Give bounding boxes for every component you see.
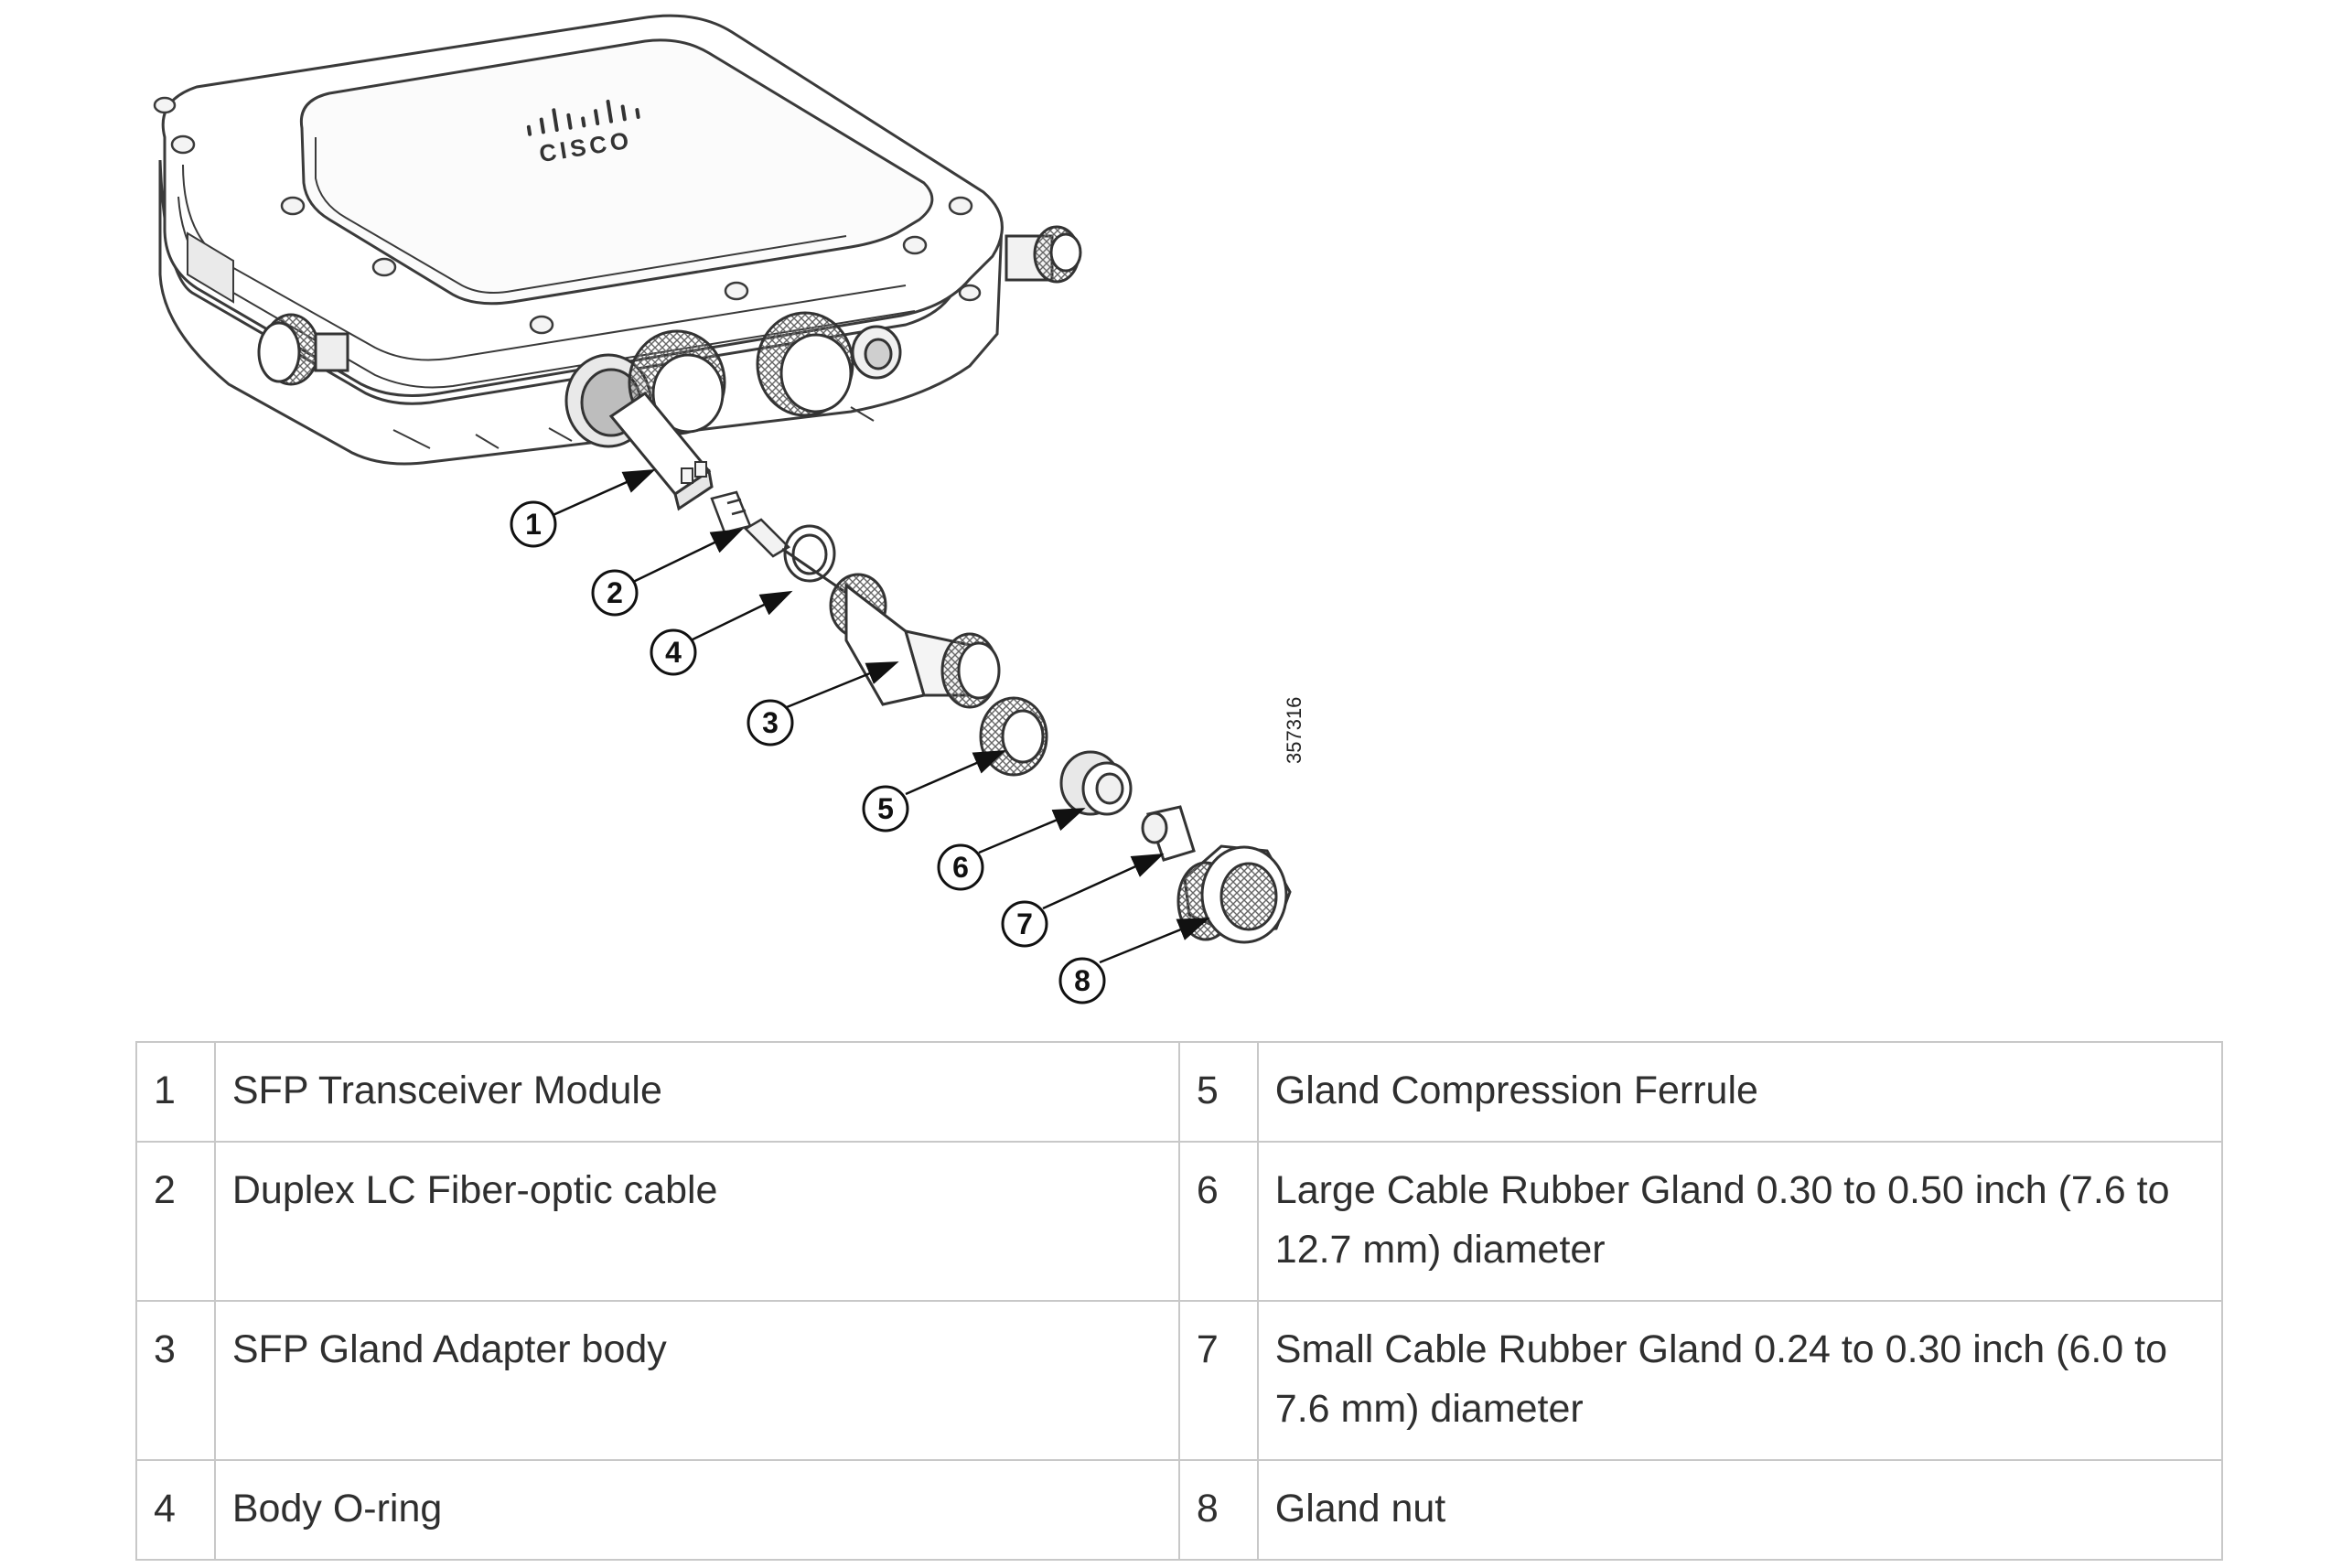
exploded-view-illustration: CISCO (153, 14, 1305, 1004)
callout-leaders (548, 468, 1210, 964)
legend-number: 7 (1177, 1300, 1259, 1461)
legend-table: 1 SFP Transceiver Module 5 Gland Compres… (135, 1041, 2224, 1561)
callout-1: 1 (510, 500, 557, 548)
gland-compression-ferrule (979, 696, 1048, 777)
svg-text:3: 3 (762, 706, 779, 739)
svg-text:2: 2 (607, 576, 623, 609)
legend-label: SFP Gland Adapter body (213, 1300, 1180, 1461)
sfp-gland-adapter-body (829, 573, 1001, 709)
front-port-cap-2 (756, 311, 854, 417)
sfp-transceiver-module (608, 391, 714, 511)
legend-label: Body O-ring (213, 1459, 1180, 1561)
right-cable-gland (1004, 225, 1082, 284)
legend-number: 6 (1177, 1141, 1259, 1302)
front-led-window (851, 325, 902, 380)
legend-label: Duplex LC Fiber-optic cable (213, 1141, 1180, 1302)
small-cable-rubber-gland (1141, 805, 1196, 862)
legend-label: SFP Transceiver Module (213, 1041, 1180, 1143)
gland-nut (1176, 844, 1292, 944)
callout-3: 3 (747, 699, 794, 746)
legend-number: 4 (135, 1459, 216, 1561)
svg-text:7: 7 (1016, 908, 1033, 940)
side-knob (257, 313, 349, 386)
legend-row: 2 Duplex LC Fiber-optic cable 6 Large Ca… (135, 1141, 2224, 1302)
legend-label: Gland nut (1256, 1459, 2224, 1561)
callout-2: 2 (591, 569, 639, 617)
legend-number: 1 (135, 1041, 216, 1143)
large-cable-rubber-gland (1059, 750, 1133, 816)
figure-id: 357316 (1283, 697, 1305, 764)
svg-text:4: 4 (665, 636, 682, 669)
legend-label: Large Cable Rubber Gland 0.30 to 0.50 in… (1256, 1141, 2224, 1302)
body-o-ring (783, 524, 836, 583)
callout-4: 4 (650, 628, 697, 676)
legend-number: 3 (135, 1300, 216, 1461)
legend-row: 3 SFP Gland Adapter body 7 Small Cable R… (135, 1300, 2224, 1461)
svg-text:1: 1 (525, 508, 542, 541)
svg-text:5: 5 (877, 792, 894, 825)
svg-text:6: 6 (952, 851, 969, 884)
legend-label: Gland Compression Ferrule (1256, 1041, 2224, 1143)
duplex-lc-connector (710, 490, 791, 558)
callout-8: 8 (1058, 957, 1106, 1004)
callout-5: 5 (862, 785, 909, 832)
legend-row: 4 Body O-ring 8 Gland nut (135, 1459, 2224, 1561)
legend-number: 5 (1177, 1041, 1259, 1143)
callout-6: 6 (937, 843, 984, 891)
legend-number: 8 (1177, 1459, 1259, 1561)
callout-7: 7 (1001, 900, 1048, 948)
legend-label: Small Cable Rubber Gland 0.24 to 0.30 in… (1256, 1300, 2224, 1461)
legend-row: 1 SFP Transceiver Module 5 Gland Compres… (135, 1041, 2224, 1143)
legend-number: 2 (135, 1141, 216, 1302)
svg-text:8: 8 (1074, 964, 1090, 997)
